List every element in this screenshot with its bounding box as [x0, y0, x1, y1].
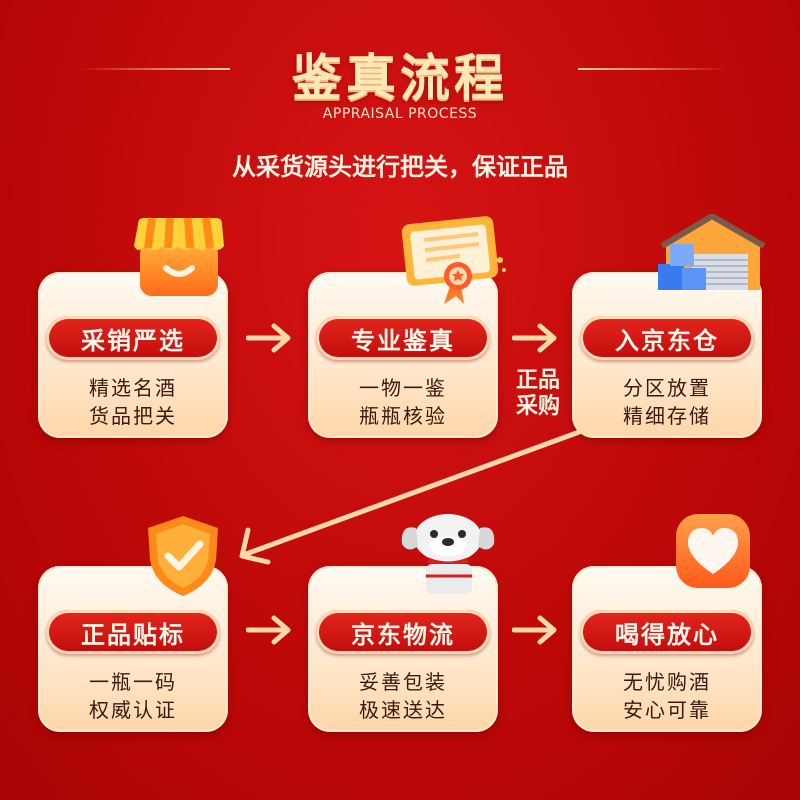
connector-label: 正品 采购	[509, 368, 567, 420]
step-label-pill: 入京东仓	[580, 316, 754, 360]
flow-arrow-right	[246, 323, 291, 353]
step-desc-line1: 无忧购酒	[623, 670, 711, 694]
step-card-logistics: 京东物流 妥善包装 极速送达	[308, 566, 498, 732]
title-decor-line-right	[578, 68, 728, 70]
step-card-warehouse: 入京东仓 分区放置 精细存储	[572, 272, 762, 438]
title-decor-line-left	[80, 68, 230, 70]
flow-arrow-right	[512, 615, 557, 645]
step-label-pill: 正品贴标	[46, 610, 220, 654]
certificate-icon	[401, 216, 506, 304]
warehouse-icon	[658, 214, 766, 290]
tagline: 从采货源头进行把关，保证正品	[232, 153, 568, 181]
step-label-pill: 专业鉴真	[316, 316, 490, 360]
step-desc-line2: 货品把关	[89, 404, 177, 428]
step-card-labeling: 正品贴标 一瓶一码 权威认证	[38, 566, 228, 732]
step-desc-line1: 妥善包装	[359, 670, 447, 694]
shop-icon	[134, 217, 224, 296]
flow-arrow-right	[512, 323, 557, 353]
step-desc-line1: 一瓶一码	[89, 670, 177, 694]
step-card-appraisal: 专业鉴真 一物一鉴 瓶瓶核验	[308, 272, 498, 438]
flow-arrow-diagonal	[239, 425, 593, 565]
step-label-pill: 喝得放心	[580, 610, 754, 654]
page-subtitle-en: APPRAISAL PROCESS	[322, 106, 478, 122]
step-desc-line2: 安心可靠	[623, 698, 711, 722]
step-label-pill: 京东物流	[316, 610, 490, 654]
heart-icon	[676, 514, 750, 588]
step-label-pill: 采销严选	[46, 316, 220, 360]
page-title: 鉴真流程	[292, 49, 508, 107]
step-desc-line2: 精细存储	[623, 404, 711, 428]
connector-label-line1: 正品	[515, 368, 560, 393]
step-card-peace-of-mind: 喝得放心 无忧购酒 安心可靠	[572, 566, 762, 732]
step-desc-line2: 极速送达	[359, 698, 447, 722]
connector-label-line2: 采购	[515, 394, 560, 419]
step-desc-line2: 权威认证	[89, 698, 177, 722]
step-card-procurement: 采销严选 精选名酒 货品把关	[38, 272, 228, 438]
step-desc-line1: 一物一鉴	[359, 376, 447, 400]
step-desc-line2: 瓶瓶核验	[359, 404, 447, 428]
joy-dog-mascot-icon	[401, 514, 495, 594]
step-desc-line1: 分区放置	[623, 376, 711, 400]
step-desc-line1: 精选名酒	[89, 376, 177, 400]
flow-arrow-right	[246, 615, 291, 645]
shield-check-icon	[148, 516, 218, 596]
